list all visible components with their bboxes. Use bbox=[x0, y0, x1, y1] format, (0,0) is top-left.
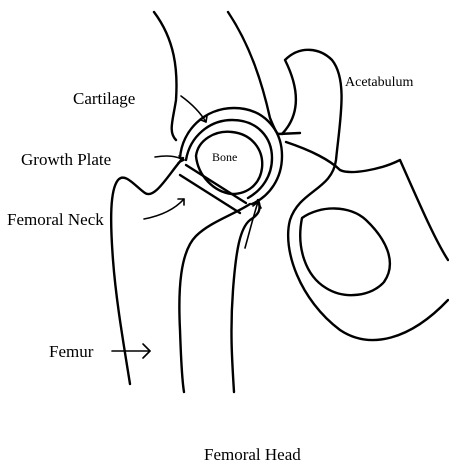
femur-label: Femur bbox=[49, 342, 94, 361]
pelvis-outer-line bbox=[154, 12, 177, 140]
femoral-shaft-inner bbox=[231, 200, 259, 392]
pelvis-inner-line bbox=[228, 12, 278, 134]
acetabulum-inner-line bbox=[286, 142, 448, 260]
femoral-head-label: Femoral Head bbox=[204, 445, 301, 464]
acetabulum-rim-line bbox=[278, 133, 300, 134]
femoral-neck-lower bbox=[179, 204, 250, 392]
acetabulum-outline bbox=[282, 50, 448, 340]
cartilage-label: Cartilage bbox=[73, 89, 135, 108]
acetabulum-label: Acetabulum bbox=[345, 75, 414, 90]
femoral-neck-leader bbox=[144, 199, 184, 219]
femoral-neck-label: Femoral Neck bbox=[7, 210, 104, 229]
femoral-neck-upper bbox=[111, 158, 183, 384]
obturator-foramen bbox=[300, 208, 390, 295]
growth-plate-label: Growth Plate bbox=[21, 150, 111, 169]
bone-label: Bone bbox=[212, 150, 237, 164]
